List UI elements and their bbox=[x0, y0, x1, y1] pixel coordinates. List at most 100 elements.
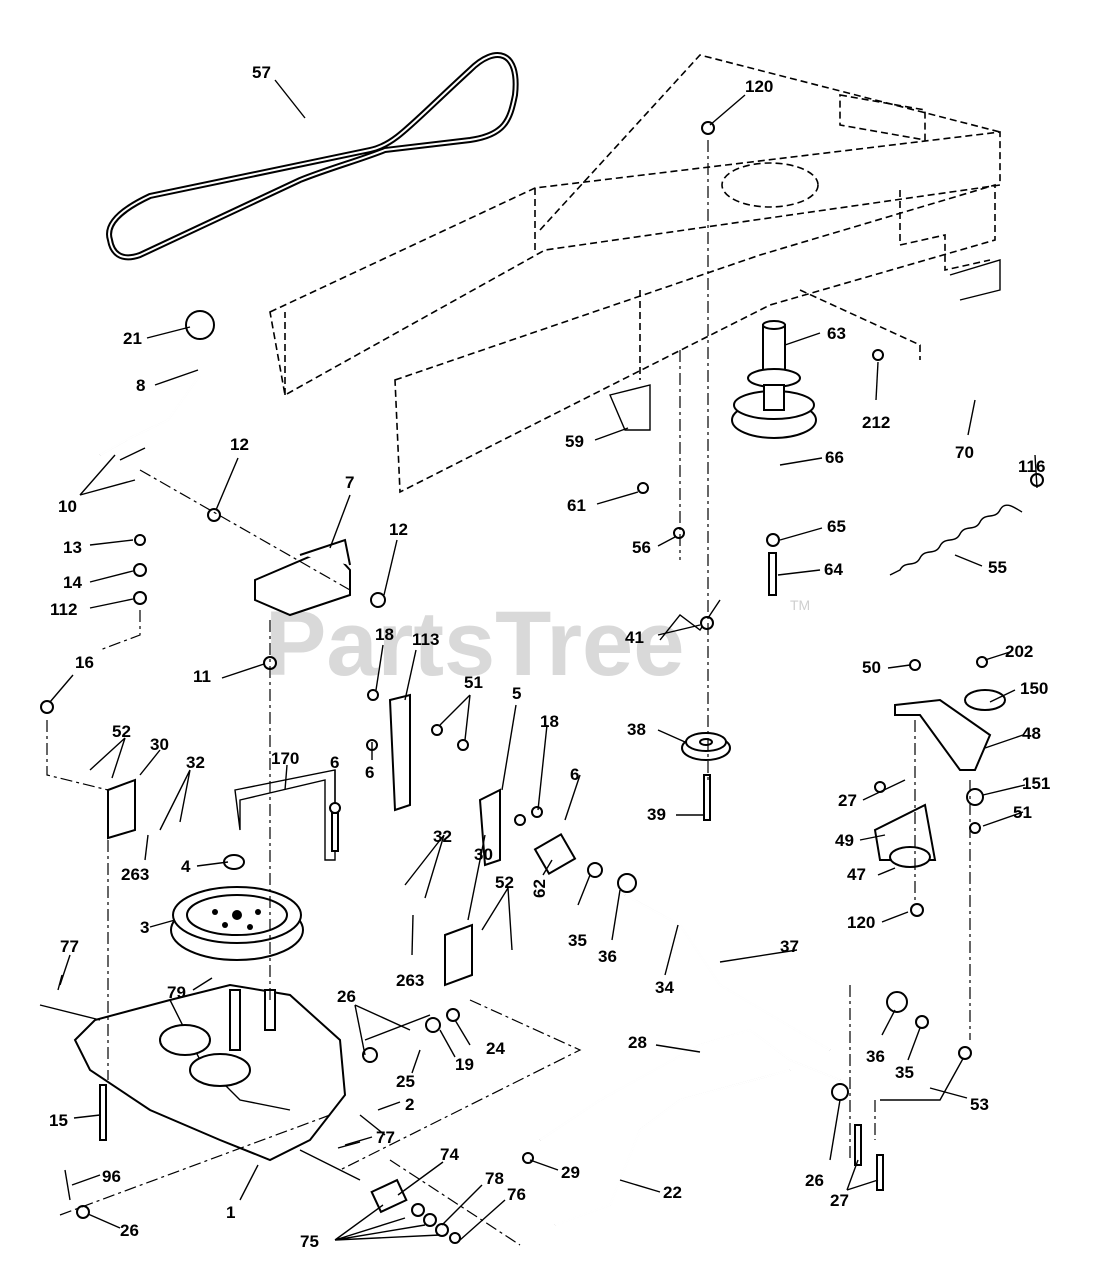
callout-13: 13 bbox=[63, 538, 82, 557]
brackets bbox=[107, 259, 1006, 987]
leader-lines bbox=[49, 79, 1038, 1241]
callout-48: 48 bbox=[1022, 724, 1041, 743]
callout-151: 151 bbox=[1022, 774, 1050, 793]
callout-75: 75 bbox=[300, 1232, 319, 1251]
callout-79: 79 bbox=[167, 983, 186, 1002]
callout-26: 26 bbox=[337, 987, 356, 1006]
callout-263: 263 bbox=[121, 865, 149, 884]
callout-18: 18 bbox=[375, 625, 394, 644]
callout-59: 59 bbox=[565, 432, 584, 451]
callout-112: 112 bbox=[50, 600, 77, 619]
callout-50: 50 bbox=[862, 658, 881, 677]
drive-belt bbox=[106, 52, 519, 261]
callout-202: 202 bbox=[1005, 642, 1033, 661]
callout-116: 116 bbox=[1018, 457, 1045, 476]
callout-3: 3 bbox=[140, 918, 149, 937]
callout-34: 34 bbox=[655, 978, 674, 997]
idler-pulley-38 bbox=[681, 732, 731, 761]
callout-14: 14 bbox=[63, 573, 82, 592]
callout-78: 78 bbox=[485, 1169, 504, 1188]
callout-53: 53 bbox=[970, 1095, 989, 1114]
callout-49: 49 bbox=[835, 831, 854, 850]
callout-27: 27 bbox=[830, 1191, 849, 1210]
callout-76: 76 bbox=[507, 1185, 526, 1204]
callout-6: 6 bbox=[330, 753, 339, 772]
callout-56: 56 bbox=[632, 538, 651, 557]
callout-61: 61 bbox=[567, 496, 586, 515]
centre-lines bbox=[46, 140, 971, 1246]
callout-77: 77 bbox=[376, 1128, 395, 1147]
extension-spring bbox=[889, 504, 1023, 576]
callout-12: 12 bbox=[389, 520, 408, 539]
watermark-trademark: TM bbox=[790, 597, 810, 613]
callout-2: 2 bbox=[405, 1095, 414, 1114]
callout-21: 21 bbox=[123, 329, 142, 348]
callout-7: 7 bbox=[345, 473, 354, 492]
callout-22: 22 bbox=[663, 1183, 682, 1202]
callout-5: 5 bbox=[512, 684, 521, 703]
callout-15: 15 bbox=[49, 1111, 68, 1130]
callout-37: 37 bbox=[780, 937, 799, 956]
callout-66: 66 bbox=[825, 448, 844, 467]
callout-labels: 57 120 21 8 63 212 70 116 12 7 10 59 66 … bbox=[49, 63, 1050, 1251]
callout-74: 74 bbox=[440, 1145, 459, 1164]
callout-57: 57 bbox=[252, 63, 271, 82]
callout-26: 26 bbox=[805, 1171, 824, 1190]
callout-32: 32 bbox=[186, 753, 205, 772]
callout-41: 41 bbox=[625, 628, 644, 647]
transmission-pulley bbox=[170, 854, 304, 961]
linkage-rods bbox=[359, 833, 966, 1226]
callout-16: 16 bbox=[75, 653, 94, 672]
callout-24: 24 bbox=[486, 1039, 505, 1058]
callout-19: 19 bbox=[455, 1055, 474, 1074]
callout-29: 29 bbox=[561, 1163, 580, 1182]
callout-1: 1 bbox=[226, 1203, 235, 1222]
callout-51: 51 bbox=[464, 673, 483, 692]
callout-6: 6 bbox=[365, 763, 374, 782]
callout-65: 65 bbox=[827, 517, 846, 536]
shift-lever bbox=[99, 310, 215, 461]
callout-35: 35 bbox=[895, 1063, 914, 1082]
callout-77: 77 bbox=[60, 937, 79, 956]
callout-10: 10 bbox=[58, 497, 77, 516]
callout-25: 25 bbox=[396, 1072, 415, 1091]
callout-35: 35 bbox=[568, 931, 587, 950]
callout-30: 30 bbox=[150, 735, 169, 754]
callout-150: 150 bbox=[1020, 679, 1048, 698]
callout-28: 28 bbox=[628, 1033, 647, 1052]
callout-4: 4 bbox=[181, 857, 191, 876]
callout-55: 55 bbox=[988, 558, 1007, 577]
callout-113: 113 bbox=[412, 630, 439, 649]
callout-263: 263 bbox=[396, 971, 424, 990]
callout-51: 51 bbox=[1013, 803, 1032, 822]
callout-47: 47 bbox=[847, 865, 866, 884]
callout-11: 11 bbox=[193, 667, 211, 686]
watermark-text: PartsTree bbox=[265, 593, 684, 695]
callout-96: 96 bbox=[102, 1167, 121, 1186]
callout-38: 38 bbox=[627, 720, 646, 739]
callout-26: 26 bbox=[120, 1221, 139, 1240]
frame-outline bbox=[269, 54, 1001, 494]
callout-27: 27 bbox=[838, 791, 857, 810]
callout-32: 32 bbox=[433, 827, 452, 846]
callout-63: 63 bbox=[827, 324, 846, 343]
callout-64: 64 bbox=[824, 560, 843, 579]
callout-30: 30 bbox=[474, 845, 493, 864]
callout-212: 212 bbox=[862, 413, 890, 432]
callout-18: 18 bbox=[540, 712, 559, 731]
callout-52: 52 bbox=[112, 722, 131, 741]
callout-12: 12 bbox=[230, 435, 249, 454]
callout-120: 120 bbox=[847, 913, 875, 932]
callout-6: 6 bbox=[570, 765, 579, 784]
spindle-pulley bbox=[731, 320, 817, 439]
callout-36: 36 bbox=[866, 1047, 885, 1066]
callout-8: 8 bbox=[136, 376, 145, 395]
transaxle bbox=[39, 983, 361, 1181]
callout-52: 52 bbox=[495, 873, 514, 892]
callout-170: 170 bbox=[271, 749, 299, 768]
callout-62: 62 bbox=[530, 879, 549, 898]
callout-120: 120 bbox=[745, 77, 773, 96]
callout-36: 36 bbox=[598, 947, 617, 966]
callout-70: 70 bbox=[955, 443, 974, 462]
